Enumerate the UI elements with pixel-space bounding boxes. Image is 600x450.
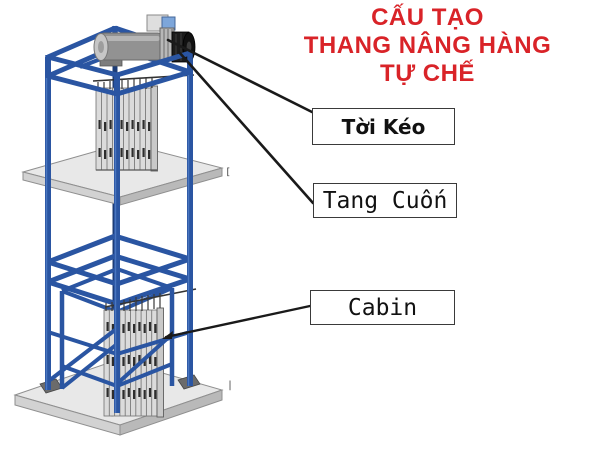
motor-shaft-boss xyxy=(98,41,104,53)
motor-highlight xyxy=(102,36,160,41)
label-box-winch: Tời Kéo xyxy=(312,108,455,145)
label-drum-text: Tang Cuốn xyxy=(322,187,448,214)
label-winch-text: Tời Kéo xyxy=(341,114,426,139)
label-cabin-text: Cabin xyxy=(347,294,418,321)
diagram-title: CẤU TẠO THANG NÂNG HÀNG TỰ CHẾ xyxy=(280,4,575,88)
lower-cage-rings xyxy=(45,233,193,307)
title-line-1: CẤU TẠO xyxy=(371,4,484,31)
gate-hanger-rod-lower xyxy=(104,288,197,308)
stray-mark-base: | xyxy=(227,380,234,391)
winch-assembly xyxy=(93,14,196,67)
leader-line-drum xyxy=(177,50,315,205)
title-line-2: THANG NÂNG HÀNG xyxy=(303,32,552,59)
leader-line-cabin xyxy=(164,304,312,339)
label-box-cabin: Cabin xyxy=(310,290,455,325)
top-cap-front xyxy=(45,50,193,97)
stray-mark-platform: [ xyxy=(225,167,232,178)
title-line-3: TỰ CHẾ xyxy=(380,60,475,87)
frame-columns xyxy=(45,53,193,413)
label-box-drum: Tang Cuốn xyxy=(313,183,457,218)
leader-line-winch xyxy=(166,38,314,114)
leader-arrowhead-cabin xyxy=(162,331,173,339)
leader-lines xyxy=(162,38,315,339)
